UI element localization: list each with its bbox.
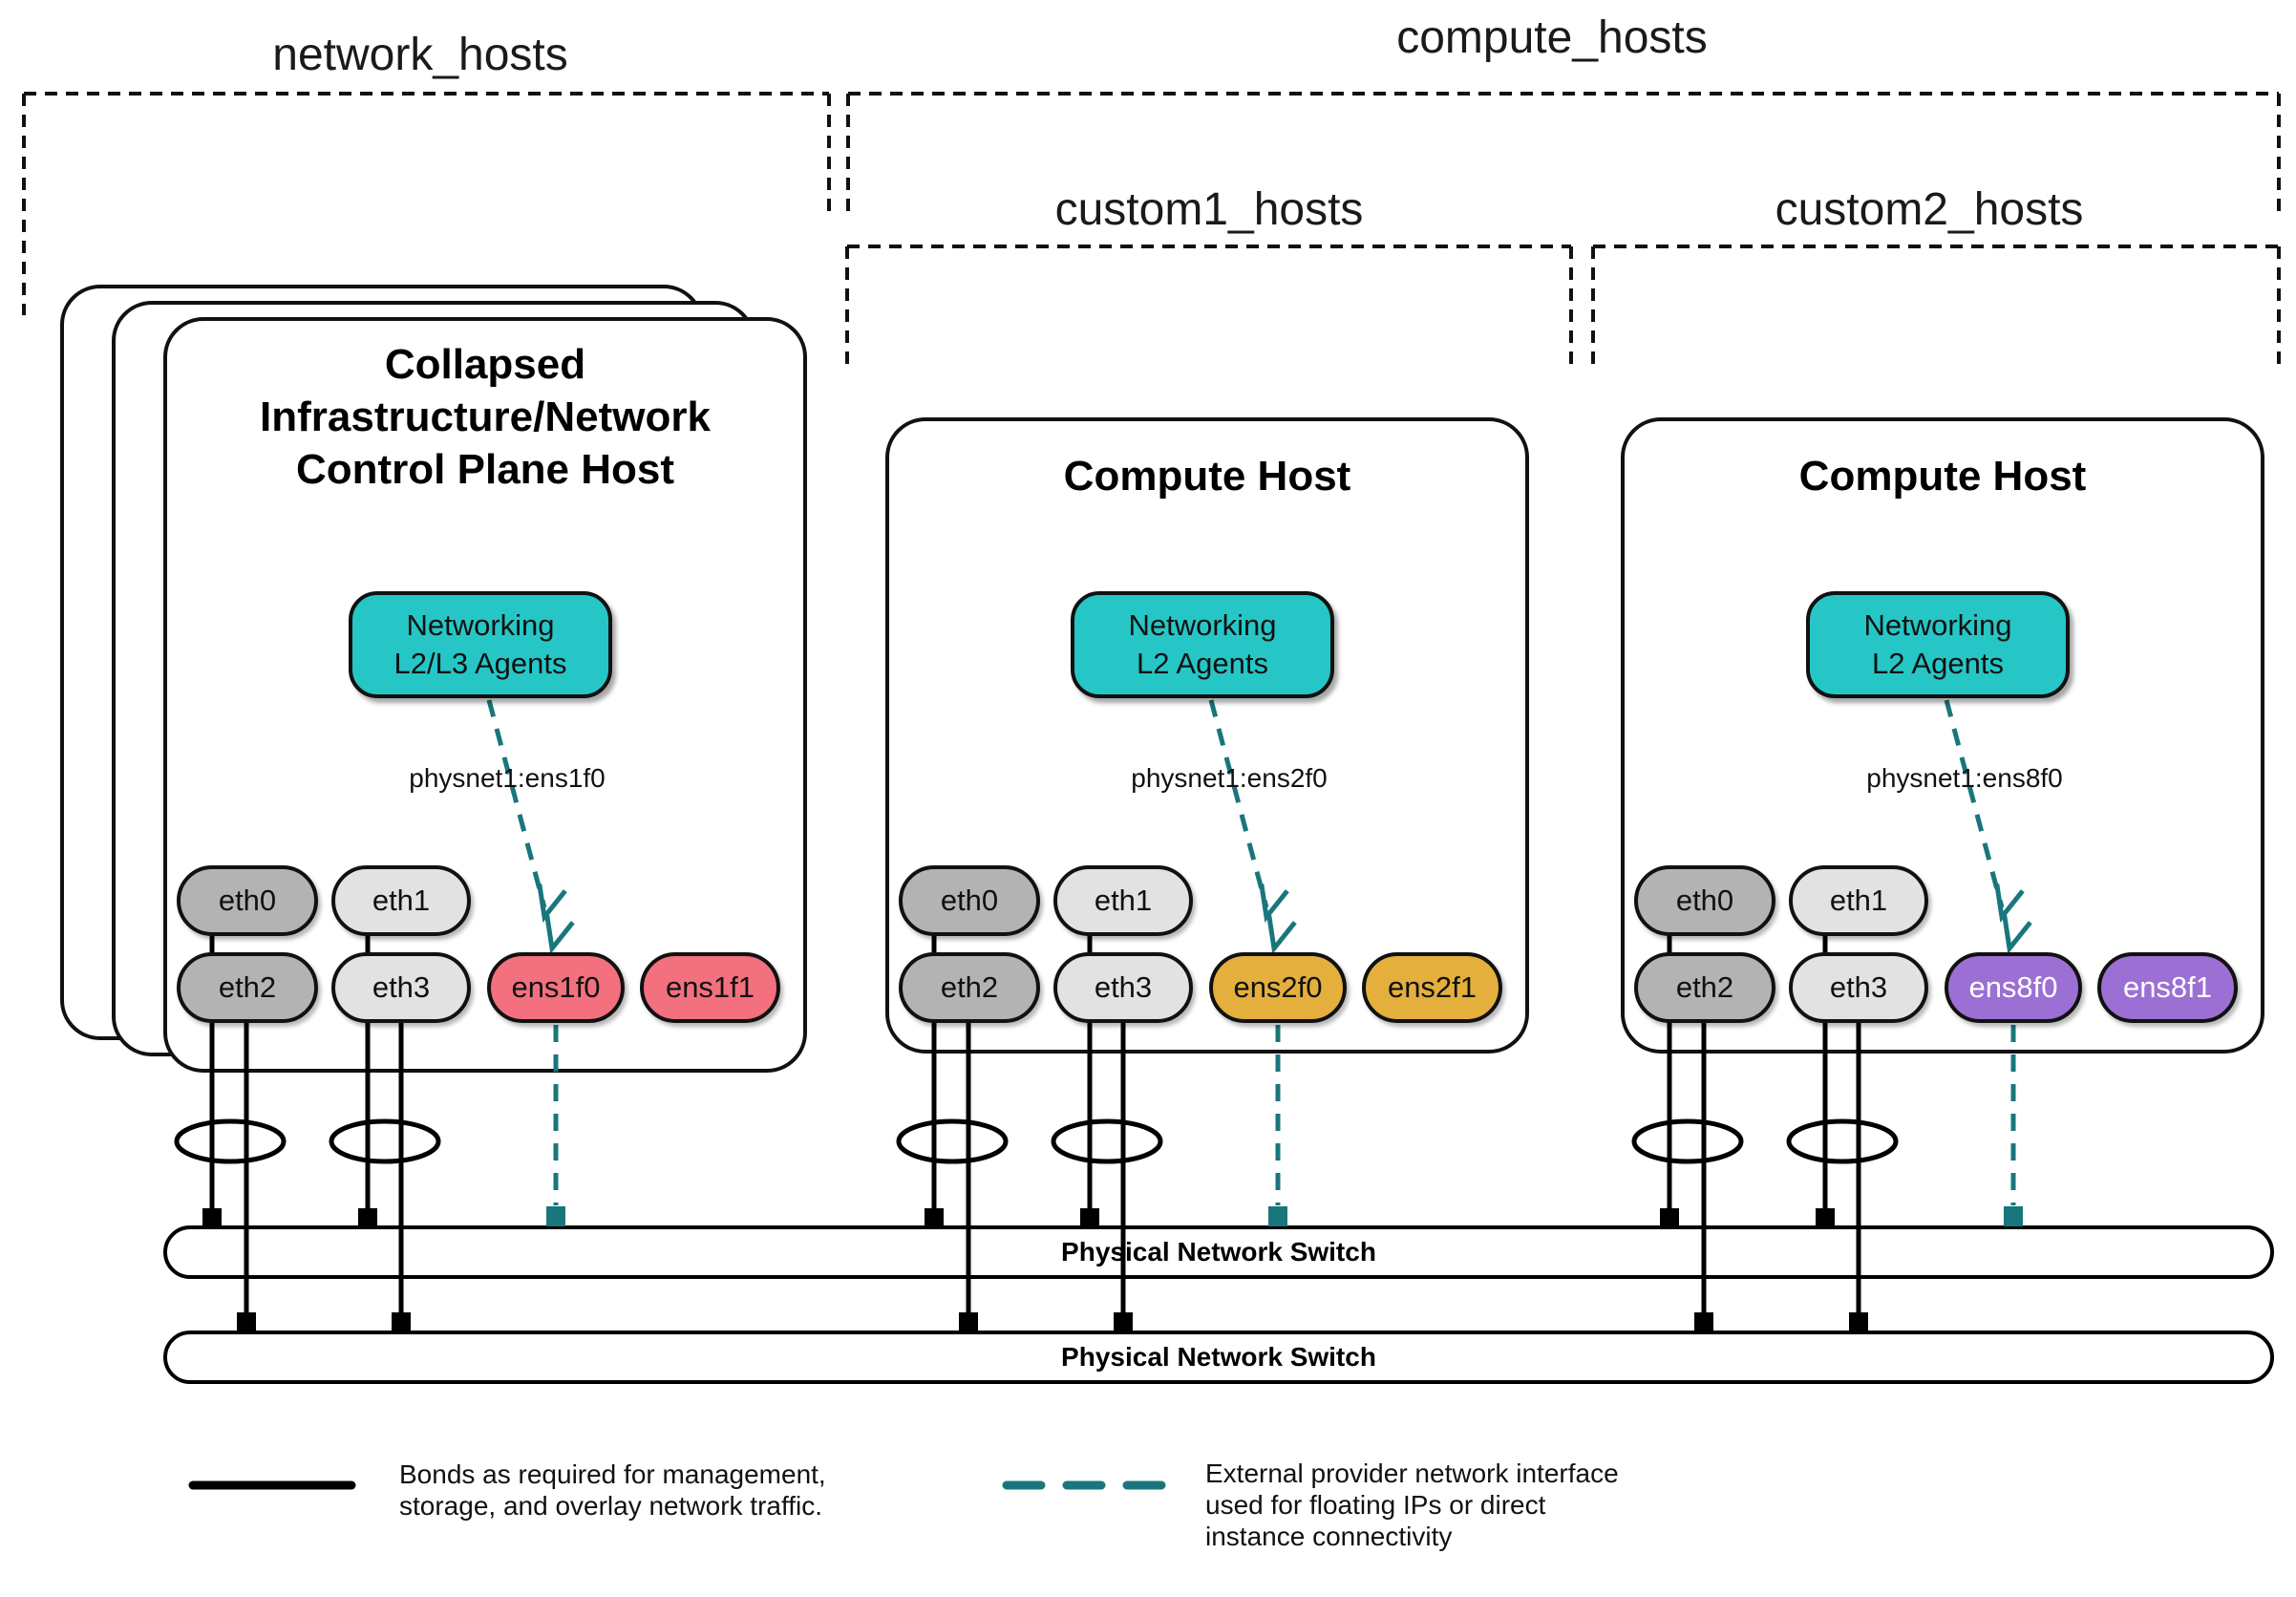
bond-ellipse bbox=[1051, 1118, 1163, 1164]
bond-ellipse bbox=[896, 1118, 1009, 1164]
nic-pill-ens2f1: ens2f1 bbox=[1362, 952, 1502, 1023]
nic-pill-ens1f0: ens1f0 bbox=[487, 952, 625, 1023]
bond-ellipse bbox=[174, 1118, 287, 1164]
nic-pill-ens1f1: ens1f1 bbox=[640, 952, 780, 1023]
nic-pill-eth1: eth1 bbox=[1053, 865, 1193, 936]
bond-ellipse bbox=[1631, 1118, 1744, 1164]
legend-bond-text: Bonds as required for management, storag… bbox=[399, 1459, 826, 1521]
physical-network-switch-top: Physical Network Switch bbox=[163, 1225, 2274, 1279]
provider-uplink-square bbox=[1268, 1206, 1287, 1226]
physnet-label: physnet1:ens8f0 bbox=[1866, 763, 2063, 793]
provider-uplink-square bbox=[2004, 1206, 2023, 1226]
bond-ellipse bbox=[1786, 1118, 1899, 1164]
group-label-compute-hosts: compute_hosts bbox=[1396, 12, 1708, 63]
agent-box-l2l3: Networking L2/L3 Agents bbox=[349, 591, 612, 698]
provider-uplink-square bbox=[546, 1206, 565, 1226]
nic-pill-eth0: eth0 bbox=[177, 865, 318, 936]
compute-host-1-box bbox=[885, 417, 1529, 1054]
bond-ellipse bbox=[329, 1118, 441, 1164]
physnet-label: physnet1:ens2f0 bbox=[1131, 763, 1328, 793]
nic-pill-eth3: eth3 bbox=[331, 952, 471, 1023]
provider-arrow-dashed bbox=[486, 699, 547, 908]
custom2-hosts-bracket bbox=[1591, 245, 2281, 370]
custom1-hosts-bracket bbox=[845, 245, 1573, 370]
control-plane-host-title: Collapsed Infrastructure/Network Control… bbox=[260, 341, 711, 493]
compute-host-1-title: Compute Host bbox=[1063, 453, 1351, 500]
control-plane-host-box bbox=[163, 317, 807, 1073]
compute-host-2-box bbox=[1621, 417, 2264, 1054]
agent-box-l2: Networking L2 Agents bbox=[1806, 591, 2070, 698]
nic-pill-eth2: eth2 bbox=[899, 952, 1040, 1023]
compute-hosts-bracket bbox=[846, 92, 2281, 212]
group-label-network-hosts: network_hosts bbox=[272, 30, 568, 80]
nic-pill-eth0: eth0 bbox=[899, 865, 1040, 936]
host3-connectors bbox=[1631, 699, 2032, 1331]
nic-pill-eth0: eth0 bbox=[1634, 865, 1775, 936]
group-label-custom1-hosts: custom1_hosts bbox=[1054, 184, 1364, 235]
nic-pill-eth2: eth2 bbox=[177, 952, 318, 1023]
network-hosts-bracket bbox=[22, 92, 831, 315]
legend-provider-text: External provider network interface used… bbox=[1205, 1459, 1619, 1551]
nic-pill-ens8f1: ens8f1 bbox=[2097, 952, 2238, 1023]
group-label-custom2-hosts: custom2_hosts bbox=[1775, 184, 2084, 235]
provider-arrow-dashed bbox=[1208, 699, 1269, 908]
nic-pill-eth1: eth1 bbox=[1789, 865, 1928, 936]
nic-pill-ens8f0: ens8f0 bbox=[1945, 952, 2082, 1023]
nic-pill-eth3: eth3 bbox=[1789, 952, 1928, 1023]
physnet-label: physnet1:ens1f0 bbox=[409, 763, 606, 793]
agent-box-l2: Networking L2 Agents bbox=[1071, 591, 1334, 698]
provider-arrow-dashed bbox=[1944, 699, 2005, 908]
nic-pill-eth3: eth3 bbox=[1053, 952, 1193, 1023]
nic-pill-ens2f0: ens2f0 bbox=[1209, 952, 1347, 1023]
physical-network-switch-bottom: Physical Network Switch bbox=[163, 1331, 2274, 1384]
nic-pill-eth1: eth1 bbox=[331, 865, 471, 936]
nic-pill-eth2: eth2 bbox=[1634, 952, 1775, 1023]
host2-connectors bbox=[896, 699, 1297, 1331]
compute-host-2-title: Compute Host bbox=[1798, 453, 2087, 500]
